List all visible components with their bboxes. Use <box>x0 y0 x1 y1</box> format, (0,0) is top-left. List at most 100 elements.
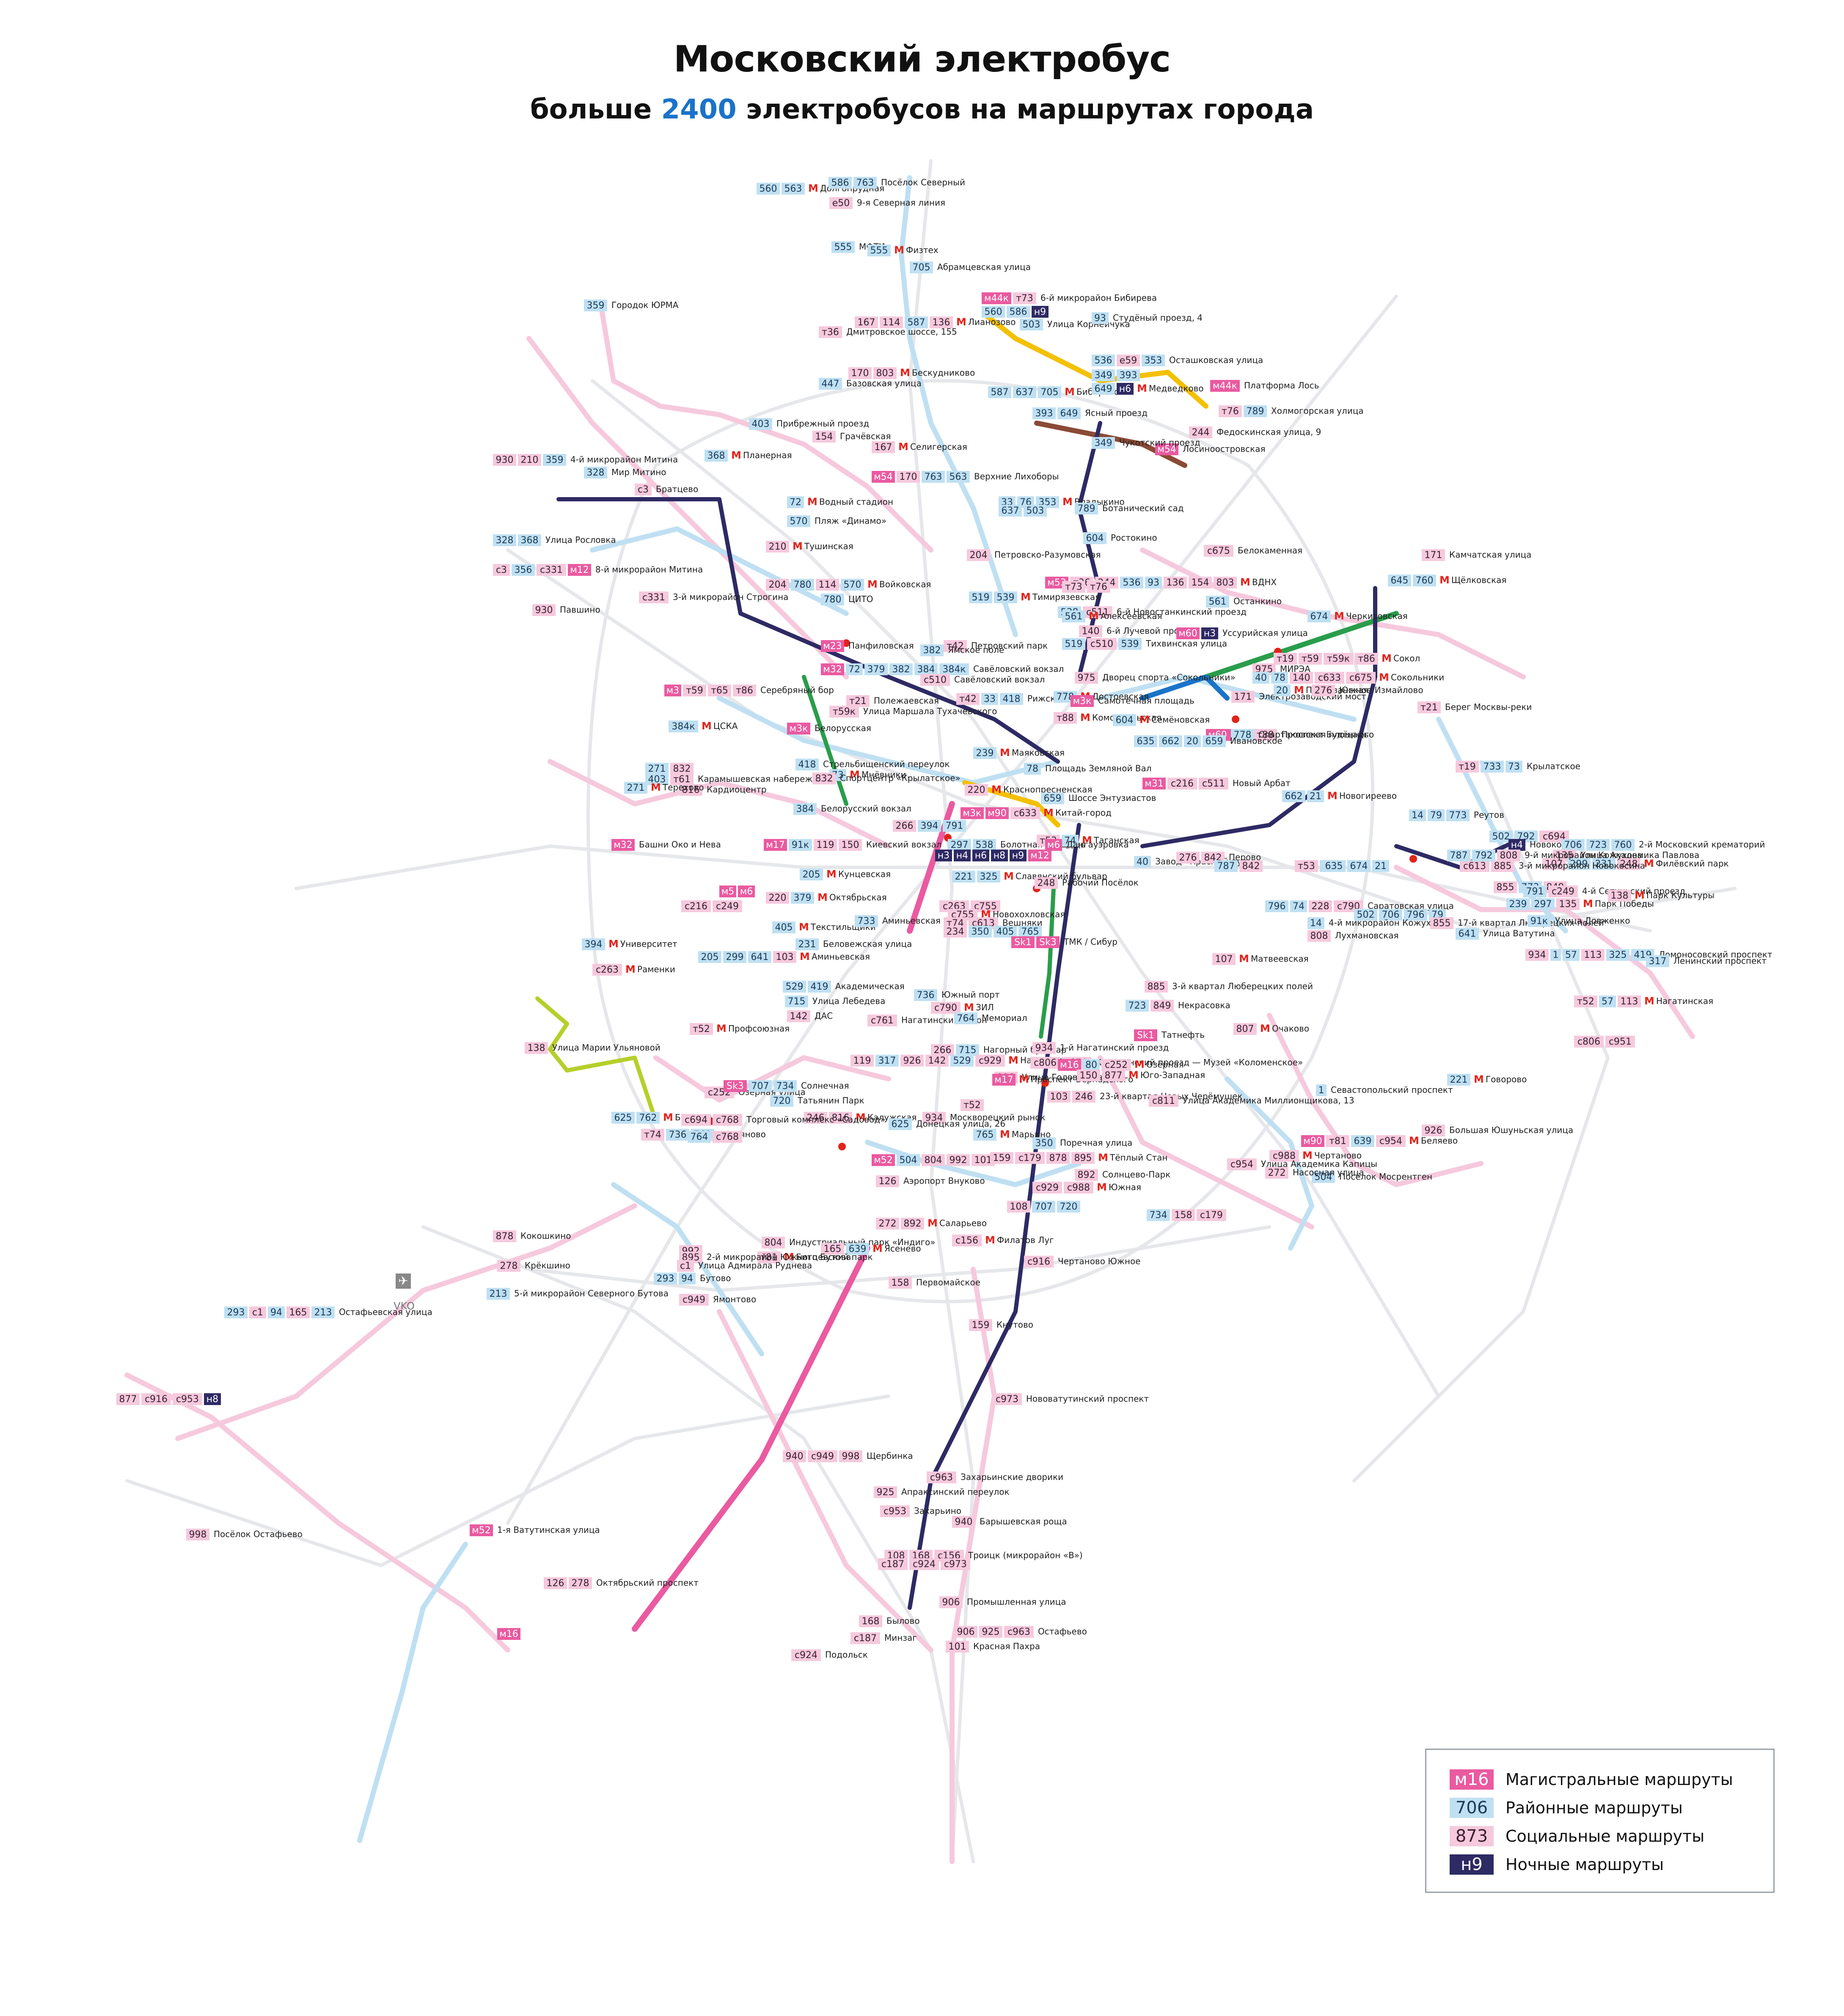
route-badge <box>666 1129 689 1141</box>
stop-label: Абрамцевская улица <box>937 262 1031 272</box>
route-badge <box>1113 714 1136 726</box>
route-code: 560 <box>985 307 1002 317</box>
route-badge <box>793 803 817 815</box>
route-badge <box>994 591 1017 603</box>
route-badge <box>1231 691 1255 703</box>
stop-label: Спартаковская площадь <box>1258 729 1369 740</box>
route-badge <box>1172 1209 1195 1221</box>
route-code: 204 <box>970 550 988 561</box>
route-badge <box>683 685 706 696</box>
metro-icon: M <box>1021 591 1031 603</box>
route-code: т42 <box>947 641 964 652</box>
route-code: 503 <box>1023 319 1040 330</box>
route-code: с511 <box>1086 607 1109 618</box>
route-badge <box>757 183 780 195</box>
route-code: 733 <box>858 916 875 927</box>
route-badge <box>939 1596 963 1608</box>
route-code: 276 <box>1315 685 1332 696</box>
route-code: 113 <box>1584 950 1602 960</box>
route-badge <box>1508 839 1525 851</box>
stop-label: 4-й Сетуньский проезд <box>1582 886 1685 896</box>
stop-label: Китай-город <box>1055 808 1112 818</box>
route-code: 299 <box>1570 859 1588 869</box>
route-badge <box>681 1114 711 1126</box>
route-badge <box>972 850 989 861</box>
stop-label: Достоевская <box>1092 691 1149 701</box>
stop-label: Щербинка <box>867 1451 913 1461</box>
route-code: 639 <box>849 1244 867 1254</box>
route-badge <box>795 938 819 950</box>
route-badge <box>1018 926 1042 938</box>
route-code: 297 <box>1534 899 1552 910</box>
stop-label: ЗИЛ <box>976 1002 994 1012</box>
route-code: 165 <box>824 1244 842 1254</box>
route-badge <box>1567 858 1591 870</box>
metro-icon: M <box>1043 807 1054 819</box>
stop-label: Дворец спорта «Сокольники» <box>1102 672 1236 682</box>
route-code: с761 <box>871 1015 894 1026</box>
route-code: 57 <box>1565 950 1577 960</box>
route-badge <box>749 1080 772 1092</box>
route-badge <box>493 454 516 466</box>
route-badge <box>1295 860 1318 872</box>
metro-icon: M <box>793 540 803 552</box>
route-badge <box>723 951 746 963</box>
legend-label-trunk: Магистральные маршруты <box>1505 1770 1733 1789</box>
stop-label: Дангауэровка <box>1066 839 1129 850</box>
route-code: 791 <box>946 821 963 831</box>
legend-code-district: 706 <box>1450 1798 1494 1818</box>
route-badge <box>839 839 862 851</box>
route-code: н8 <box>206 1394 218 1405</box>
route-badge <box>897 1154 920 1166</box>
route-code: 91к <box>792 840 809 850</box>
route-code: 317 <box>1649 956 1667 967</box>
route-badge <box>990 1152 1013 1164</box>
route-code: 519 <box>972 592 990 603</box>
stop-label: Башни Око и Нева <box>639 839 721 850</box>
route-code: т59 <box>686 685 703 696</box>
route-badge <box>821 663 844 675</box>
route-badge <box>988 386 1011 398</box>
route-code: 359 <box>587 300 605 311</box>
route-code: с954 <box>1230 1159 1253 1170</box>
route-code: 393 <box>1120 370 1137 381</box>
stop-label: Апраксинский переулок <box>901 1487 1010 1497</box>
route-code: 816 <box>682 785 700 795</box>
route-code: 934 <box>925 1113 943 1123</box>
stop-label: Ясенево <box>884 1243 921 1254</box>
stop-label: Ломоносовский проспект <box>1659 949 1772 960</box>
stop-label: Красная Пахра <box>973 1641 1040 1651</box>
route-badge <box>1117 383 1134 395</box>
metro-icon: M <box>1019 1073 1029 1085</box>
route-code: 780 <box>794 580 812 590</box>
route-code: 808 <box>1310 931 1328 941</box>
route-badge <box>1064 1182 1093 1194</box>
route-badge <box>713 1114 742 1126</box>
stop-label: Барышевская роща <box>980 1516 1067 1526</box>
route-code: 210 <box>769 542 787 552</box>
route-badge <box>1322 860 1346 872</box>
route-badge <box>1274 653 1297 665</box>
route-badge <box>1142 778 1166 789</box>
route-badge <box>944 640 967 652</box>
route-code: 136 <box>1167 578 1184 588</box>
